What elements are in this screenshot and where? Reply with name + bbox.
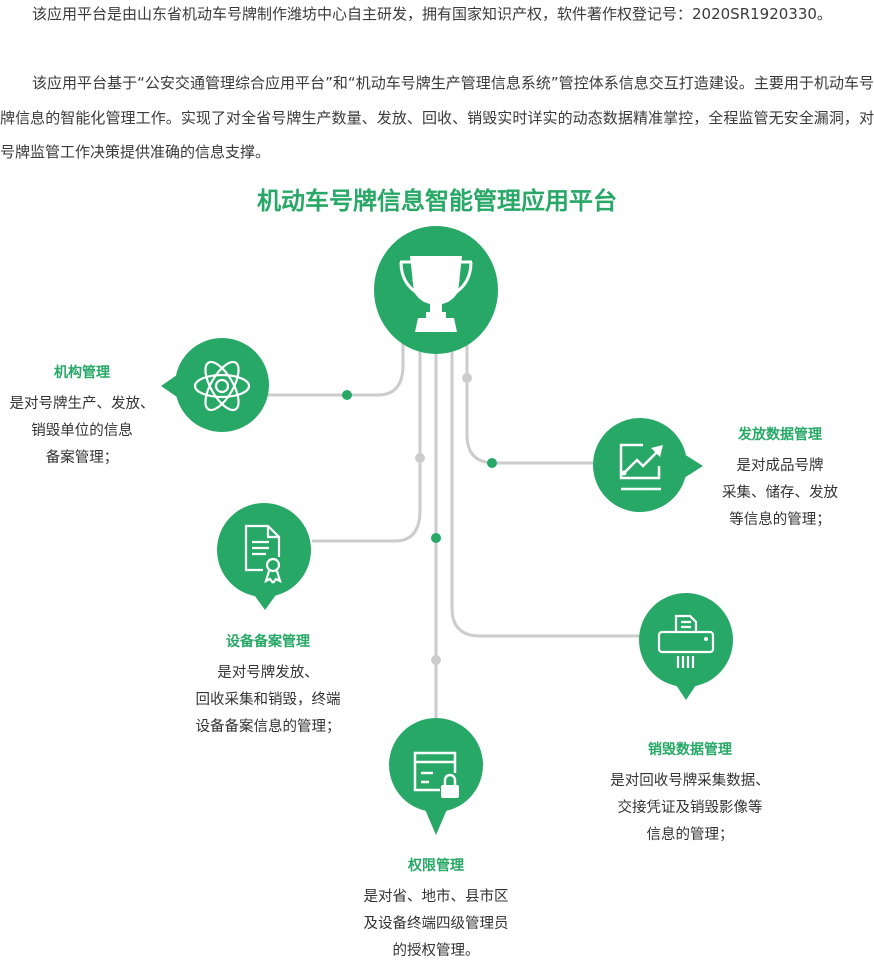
module-desc-line: 等信息的管理； [729, 512, 831, 528]
connector-shredder [450, 345, 640, 638]
module-title: 设备备案管理 [226, 634, 310, 650]
module-desc-line: 是对成品号牌 [736, 458, 824, 474]
lock-form-icon [389, 718, 483, 835]
module-permission: 权限管理 是对省、地市、县市区 及设备终端四级管理员 的授权管理。 [364, 856, 509, 965]
module-title: 机构管理 [54, 365, 110, 381]
chart-icon [593, 418, 703, 512]
trophy-icon [374, 226, 498, 354]
module-desc-line: 设备备案信息的管理； [195, 719, 341, 735]
module-org-management: 机构管理 是对号牌生产、发放、 销毁单位的信息 备案管理； [10, 363, 155, 472]
module-desc-line: 是对号牌生产、发放、 [9, 396, 155, 412]
certificate-icon [217, 503, 311, 610]
diagram-title: 机动车号牌信息智能管理应用平台 [257, 187, 617, 215]
module-issue-data: 发放数据管理 是对成品号牌 采集、储存、发放 等信息的管理； [722, 425, 838, 534]
connector-dots [342, 373, 497, 665]
module-desc-line: 采集、储存、发放 [722, 485, 838, 501]
module-desc-line: 交接凭证及销毁影像等 [617, 800, 763, 816]
module-destroy-data: 销毁数据管理 是对回收号牌采集数据、 交接凭证及销毁影像等 信息的管理； [610, 740, 770, 849]
atom-icon [161, 338, 269, 432]
module-title: 销毁数据管理 [648, 742, 732, 758]
module-desc-line: 是对回收号牌采集数据、 [610, 773, 770, 789]
module-desc-line: 回收采集和销毁，终端 [195, 692, 341, 708]
module-desc-line: 销毁单位的信息 [31, 423, 133, 439]
connector-atom [268, 335, 405, 397]
intro-paragraph-2: 该应用平台基于“公安交通管理综合应用平台”和“机动车号牌生产管理信息系统”管控体… [0, 74, 874, 161]
module-desc-line: 备案管理； [45, 450, 119, 466]
module-device-record: 设备备案管理 是对号牌发放、 回收采集和销毁，终端 设备备案信息的管理； [196, 632, 341, 741]
connector-chart [465, 345, 595, 465]
connector-certificate [312, 335, 422, 543]
module-desc-line: 及设备终端四级管理员 [363, 916, 509, 932]
intro-paragraph-1: 该应用平台是由山东省机动车号牌制作潍坊中心自主研发，拥有国家知识产权，软件著作权… [32, 5, 832, 23]
module-title: 发放数据管理 [738, 427, 822, 443]
shredder-icon [639, 593, 733, 700]
module-desc-line: 的授权管理。 [392, 943, 480, 959]
module-title: 权限管理 [408, 858, 464, 874]
module-desc-line: 是对省、地市、县市区 [363, 889, 509, 905]
module-desc-line: 是对号牌发放、 [217, 665, 319, 681]
module-desc-line: 信息的管理； [646, 827, 734, 843]
